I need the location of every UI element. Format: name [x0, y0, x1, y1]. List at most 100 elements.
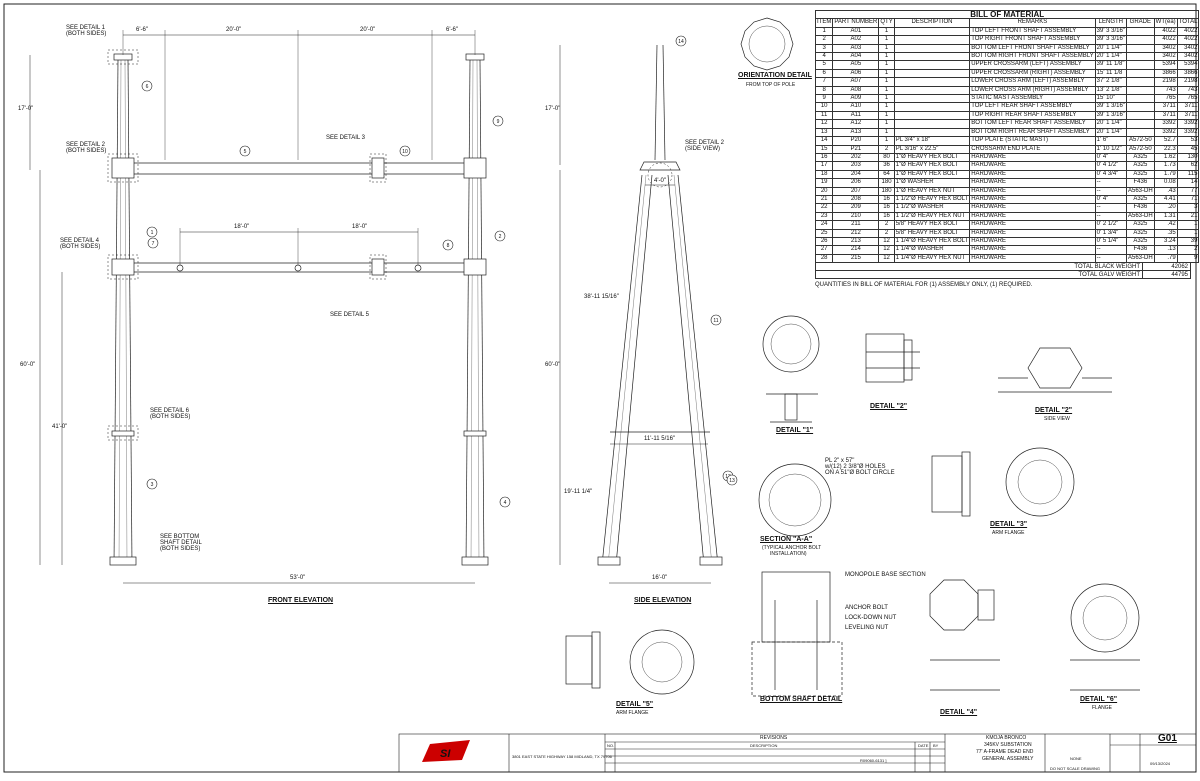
bom-cell: 202: [832, 152, 880, 163]
bom-cell: A325: [1125, 220, 1155, 230]
callout-number: 4: [504, 500, 507, 506]
bom-cell: 3402: [1153, 52, 1178, 62]
bom-cell: [893, 68, 971, 79]
bom-cell: 1: [878, 94, 895, 104]
sheet-label: G01: [1158, 733, 1177, 744]
bom-cell: 3392: [1176, 127, 1200, 138]
bom-cell: 39' 1 3/16": [1094, 110, 1127, 121]
bom-cell: 0' 5 1/4": [1094, 236, 1127, 247]
bom-cell: TOP LEFT FRONT SHAFT ASSEMBLY: [969, 26, 1096, 37]
bom-cell: 1"Ø HEAVY HEX BOLT: [893, 169, 971, 180]
callout-number: 1: [151, 230, 154, 236]
bom-cell: [1125, 52, 1155, 62]
total-galv-label: TOTAL GALV WEIGHT: [1078, 271, 1140, 278]
bom-cell: 1: [878, 52, 895, 62]
bom-cell: HARDWARE: [969, 245, 1096, 255]
bom-cell: 3711: [1153, 110, 1178, 121]
bom-cell: --: [1094, 203, 1127, 213]
bom-cell: HARDWARE: [969, 161, 1096, 171]
bom-col-header: TOTAL: [1176, 18, 1200, 28]
bom-cell: 1: [878, 43, 895, 54]
bom-cell: [1125, 77, 1155, 87]
bom-cell: 9: [814, 94, 834, 104]
bom-cell: A08: [832, 85, 880, 96]
date-v-label: 09/13/2024: [1150, 761, 1171, 766]
bom-cell: HARDWARE: [969, 186, 1096, 196]
bom-cell: 1"Ø HEAVY HEX NUT: [893, 186, 971, 196]
callout-number: 13: [729, 478, 735, 484]
front-elevation-label: FRONT ELEVATION: [268, 597, 334, 604]
see-detail2-label: SEE DETAIL 2: [66, 142, 106, 148]
bom-cell: 24: [814, 220, 834, 230]
bom-cell: 1' 6": [1094, 136, 1127, 146]
bom-cell: HARDWARE: [969, 152, 1096, 163]
total-black-value: 42062: [1142, 262, 1191, 271]
bom-cell: A06: [832, 68, 880, 79]
bom-cell: 115: [1176, 169, 1200, 180]
see-detail6-label: SEE DETAIL 6: [150, 408, 190, 414]
bom-cell: 14: [814, 136, 834, 146]
bom-cell: 7: [814, 77, 834, 87]
bom-cell: BOTTOM RIGHT REAR SHAFT ASSEMBLY: [969, 127, 1096, 138]
bom-cell: 53: [1176, 136, 1200, 146]
bom-cell: 20' 1 1/4": [1094, 52, 1127, 62]
bom-cell: 20' 1 1/4": [1094, 43, 1127, 54]
callout-number: 6: [146, 84, 149, 90]
bom-cell: 3392: [1153, 119, 1178, 129]
bom-cell: 12: [814, 119, 834, 129]
bom-title: BILL OF MATERIAL: [814, 9, 1200, 20]
callout-number: 10: [402, 149, 408, 155]
plate-note2-label: w/(12) 2 3/8"Ø HOLES: [825, 464, 886, 470]
bom-cell: A325: [1125, 228, 1155, 238]
bom-cell: 52.7: [1153, 136, 1178, 146]
see-detail4b-label: (BOTH SIDES): [60, 244, 101, 250]
d-20a-label: 20'-0": [226, 27, 242, 33]
bom-cell: A325: [1125, 194, 1155, 205]
bom-cell: F436: [1125, 178, 1155, 188]
title-block: [398, 733, 1197, 773]
bom-cell: 0.08: [1153, 178, 1178, 188]
bom-cell: 208: [832, 194, 880, 205]
sectionA-label: SECTION "A-A": [760, 536, 813, 543]
detail2-label: DETAIL "2": [870, 403, 908, 410]
see-detail1-label: SEE DETAIL 1: [66, 25, 106, 31]
detail5-label: DETAIL "5": [616, 701, 654, 708]
total-black-label: TOTAL BLACK WEIGHT: [1074, 263, 1140, 270]
bom-cell: 0' 4": [1094, 194, 1127, 205]
bom-cell: HARDWARE: [969, 178, 1096, 188]
d-17-label: 17'-0": [18, 106, 34, 112]
s-11-label: 11'-11 5/16": [644, 436, 676, 442]
bom-cell: 12: [878, 245, 895, 255]
orientation-title-label: ORIENTATION DETAIL: [738, 72, 812, 79]
bom-cell: 1: [878, 110, 895, 121]
bom-cell: TOP LEFT REAR SHAFT ASSEMBLY: [969, 102, 1096, 112]
bom-cell: A325: [1125, 236, 1155, 247]
bom-cell: A07: [832, 77, 880, 87]
bom-cell: 5/8" HEAVY HEX BOLT: [893, 228, 971, 238]
callout-number: 2: [499, 234, 502, 240]
bom-cell: [1125, 102, 1155, 112]
bom-cell: A02: [832, 35, 880, 45]
bom-cell: A563-DH: [1125, 211, 1155, 222]
bom-cell: F436: [1125, 203, 1155, 213]
bom-cell: A10: [832, 102, 880, 112]
bom-cell: 2198: [1153, 77, 1178, 87]
bom-cell: 0' 2 1/2": [1094, 220, 1127, 230]
bom-cell: --: [1094, 178, 1127, 188]
bom-cell: 203: [832, 161, 880, 171]
bom-cell: 1 1/4"Ø HEAVY HEX BOLT: [893, 236, 971, 247]
d-18b-label: 18'-0": [352, 224, 368, 230]
callout-bubble: [675, 35, 687, 47]
bom-cell: BOTTOM RIGHT FRONT SHAFT ASSEMBLY: [969, 52, 1096, 62]
bom-cell: [1125, 60, 1155, 70]
bom-cell: 0' 4 1/2": [1094, 161, 1127, 171]
bom-cell: 1' 10 1/2": [1094, 144, 1127, 154]
bom-cell: 22.3: [1153, 144, 1178, 154]
bom-cell: 3392: [1153, 127, 1178, 138]
